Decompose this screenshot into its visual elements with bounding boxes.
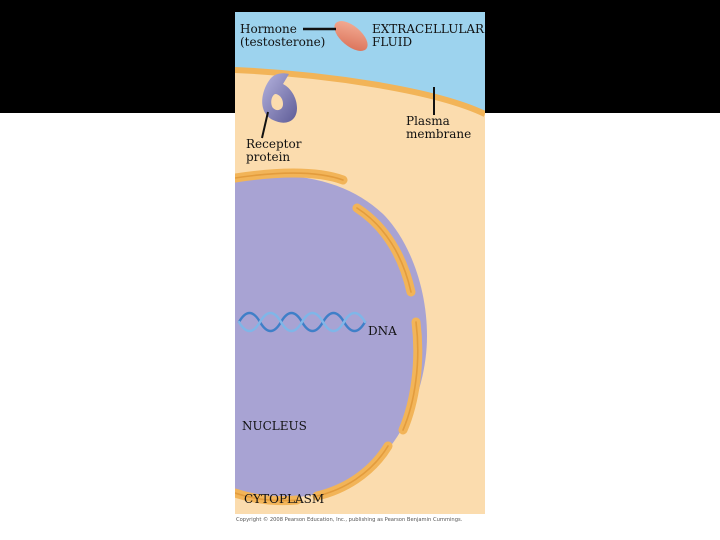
hormone-molecule (334, 21, 368, 51)
extracellular-fluid-label: EXTRACELLULAR FLUID (372, 22, 485, 49)
cell-illustration (235, 12, 485, 514)
nuclear-envelope-lumen (235, 172, 419, 502)
receptor-leader-line (261, 111, 269, 139)
cytoplasm-label: CYTOPLASM (244, 492, 325, 506)
dna-helix (237, 311, 367, 333)
nucleus-label: NUCLEUS (242, 419, 307, 433)
hormone-label: Hormone (testosterone) (240, 22, 326, 49)
receptor-protein-label: Receptor protein (246, 137, 302, 164)
copyright-notice: Copyright © 2008 Pearson Education, Inc.… (236, 517, 463, 523)
plasma-membrane-label: Plasma membrane (406, 114, 472, 141)
cell-diagram: Hormone (testosterone) EXTRACELLULAR FLU… (235, 12, 485, 514)
dna-label: DNA (368, 324, 397, 338)
nucleus-region (235, 175, 427, 498)
receptor-protein (262, 73, 297, 123)
plasma-membrane (235, 67, 485, 117)
